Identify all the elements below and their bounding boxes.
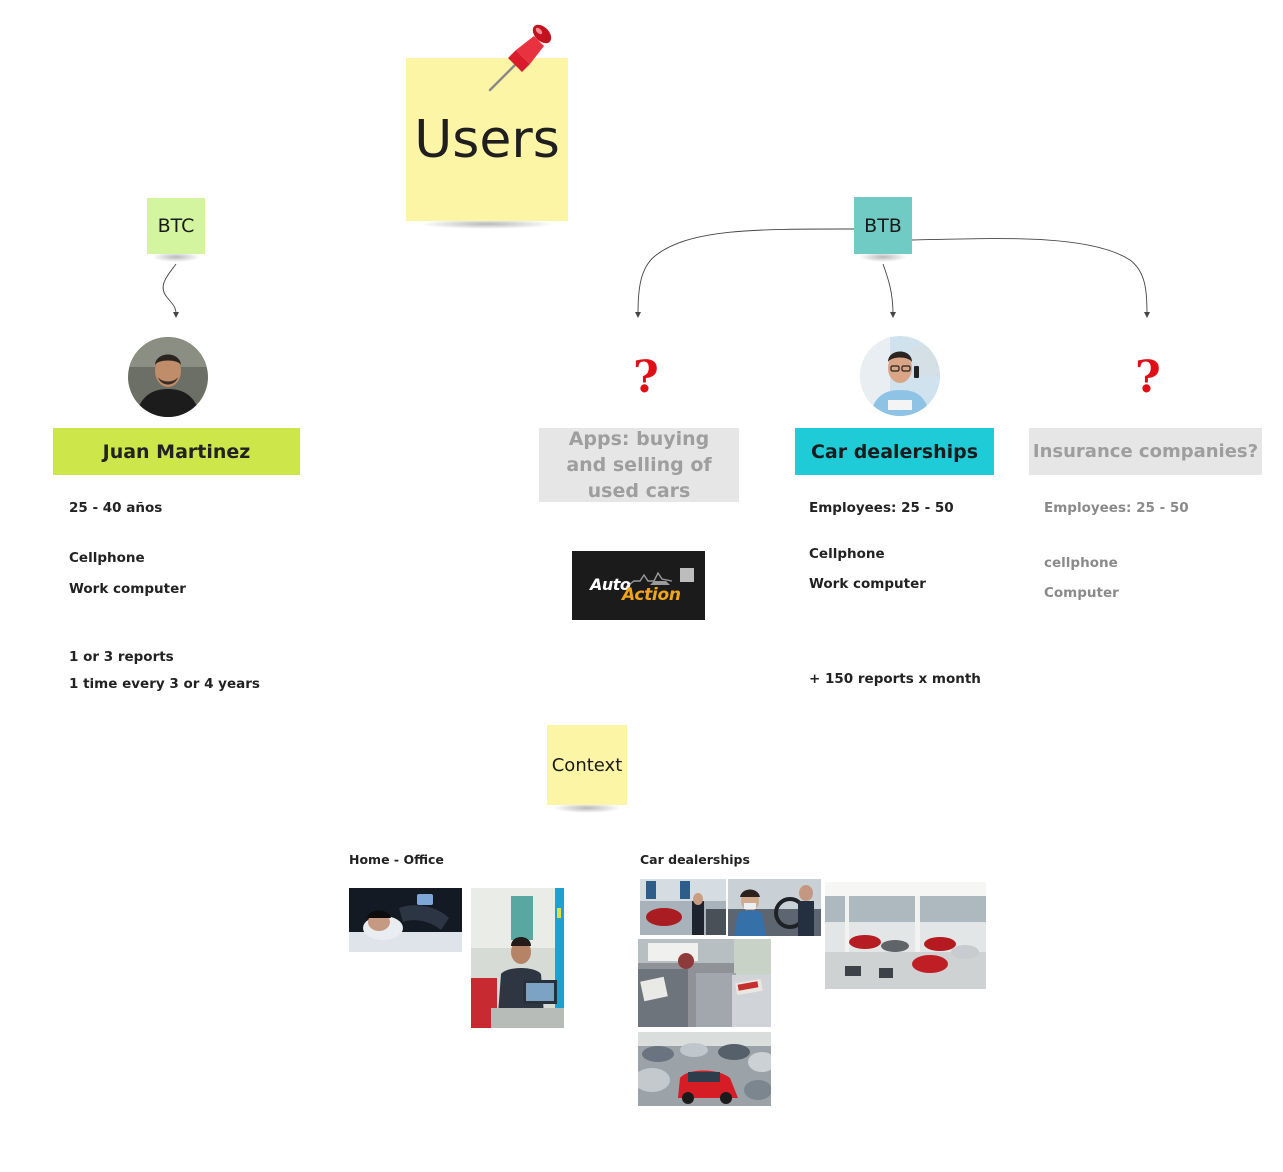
btb-note[interactable]: BTB — [854, 197, 912, 262]
photo-dealership-masked-staff — [728, 879, 821, 936]
connector-btc-to-juan — [162, 263, 177, 315]
dealer-reports: + 150 reports x month — [809, 671, 981, 687]
juan-device-cellphone: Cellphone — [69, 550, 145, 566]
context-note[interactable]: Context — [547, 725, 627, 813]
insurance-device-cellphone: cellphone — [1044, 555, 1118, 571]
connector-btb-to-insurance — [911, 238, 1148, 315]
context-note-label: Context — [551, 754, 623, 776]
connector-btb-to-apps — [637, 228, 855, 315]
insurance-device-computer: Computer — [1044, 585, 1119, 601]
car-dealerships-header: Car dealerships — [795, 428, 994, 475]
juan-name: Juan Martinez — [102, 440, 251, 463]
logo-word-action: Action — [622, 585, 681, 605]
connector-btb-to-dealer — [882, 263, 894, 315]
dealer-device-computer: Work computer — [809, 576, 926, 592]
logo-word-auto: Auto — [590, 575, 631, 594]
dealer-device-cellphone: Cellphone — [809, 546, 885, 562]
apps-header: Apps: buying and selling of used cars — [539, 428, 739, 502]
juan-avatar — [128, 337, 208, 417]
btc-note[interactable]: BTC — [147, 198, 205, 262]
car-outline-icon — [625, 571, 673, 588]
home-office-label: Home - Office — [349, 852, 444, 867]
dealer-employees: Employees: 25 - 50 — [809, 500, 954, 516]
juan-device-computer: Work computer — [69, 581, 186, 597]
dealer-avatar — [860, 336, 940, 416]
btc-note-label: BTC — [157, 215, 195, 237]
photo-person-in-bed — [349, 888, 462, 952]
insurance-employees: Employees: 25 - 50 — [1044, 500, 1189, 516]
users-note-label: Users — [414, 109, 560, 170]
photo-dealership-used-car-lot — [638, 939, 771, 1027]
autoaction-logo: Auto Action — [572, 551, 705, 620]
apps-title: Apps: buying and selling of used cars — [566, 428, 712, 502]
juan-martinez-header: Juan Martinez — [53, 428, 300, 475]
juan-frequency: 1 time every 3 or 4 years — [69, 676, 260, 692]
btb-note-label: BTB — [864, 214, 902, 237]
car-dealerships-context-label: Car dealerships — [640, 852, 750, 867]
dealer-title: Car dealerships — [810, 440, 979, 463]
apps-question-mark: ? — [633, 352, 659, 403]
juan-reports: 1 or 3 reports — [69, 649, 174, 665]
insurance-title: Insurance companies? — [1032, 441, 1259, 462]
photo-dealership-showroom-wide — [825, 882, 986, 989]
juan-age: 25 - 40 años — [69, 500, 163, 516]
insurance-header: Insurance companies? — [1029, 428, 1262, 475]
insurance-question-mark: ? — [1135, 352, 1161, 403]
photo-dealership-red-car-lot — [638, 1032, 771, 1106]
pushpin-icon — [488, 24, 552, 92]
photo-dealership-showroom-1 — [640, 879, 726, 935]
photo-person-at-computer — [471, 888, 564, 1028]
logo-square — [680, 568, 694, 582]
